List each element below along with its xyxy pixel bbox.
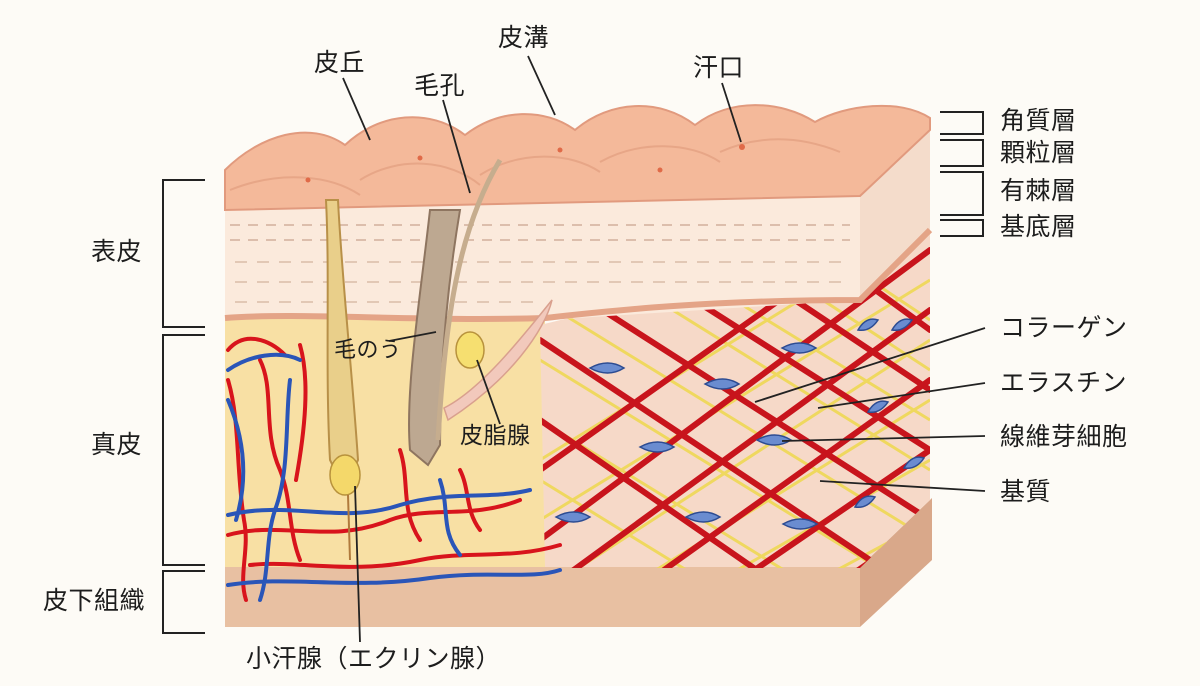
label-sebaceous-gland: 皮脂腺 (460, 423, 531, 449)
label-collagen: コラーゲン (1000, 313, 1128, 342)
label-moukou: 毛孔 (414, 71, 466, 100)
sebaceous-gland-shape (455, 331, 485, 369)
label-elastin: エラスチン (1000, 368, 1128, 397)
sublayer-brackets (940, 111, 984, 237)
corneum-ridges (229, 138, 841, 196)
label-dermis: 真皮 (91, 430, 143, 459)
stratum-corneum (224, 104, 931, 212)
label-stratum-basale: 基底層 (1000, 212, 1077, 241)
label-subcutaneous: 皮下組織 (43, 586, 146, 615)
label-stratum-granulosum: 顆粒層 (1000, 138, 1077, 167)
layer-brackets (162, 179, 205, 634)
fiber-mesh (540, 230, 930, 568)
hair-follicle-right (408, 209, 462, 467)
label-epidermis: 表皮 (91, 237, 143, 266)
fibroblast-cells (554, 318, 926, 530)
label-matrix: 基質 (1000, 477, 1052, 506)
label-stratum-corneum: 角質層 (1000, 106, 1077, 135)
epidermis-front (225, 196, 860, 320)
label-stratum-spinosum: 有棘層 (1000, 176, 1077, 205)
epidermis-side (860, 130, 930, 300)
label-hikou: 皮溝 (498, 23, 550, 52)
eccrine-duct (347, 494, 351, 561)
label-eccrine-gland: 小汗腺（エクリン腺） (246, 644, 502, 673)
hair-shaft (435, 158, 503, 441)
label-kankou: 汗口 (693, 53, 745, 82)
label-fibroblast: 線維芽細胞 (1000, 422, 1128, 451)
label-hikyu: 皮丘 (314, 48, 366, 77)
pore-dots (305, 144, 745, 183)
epidermis-cells (230, 224, 850, 303)
hair-bulb-left (329, 454, 361, 496)
subcutaneous-front (225, 567, 860, 627)
subcutaneous-side (860, 498, 932, 627)
leader-lines (342, 55, 986, 643)
label-hair-bulb: 毛のう (334, 338, 402, 363)
blood-vessels (226, 336, 562, 602)
